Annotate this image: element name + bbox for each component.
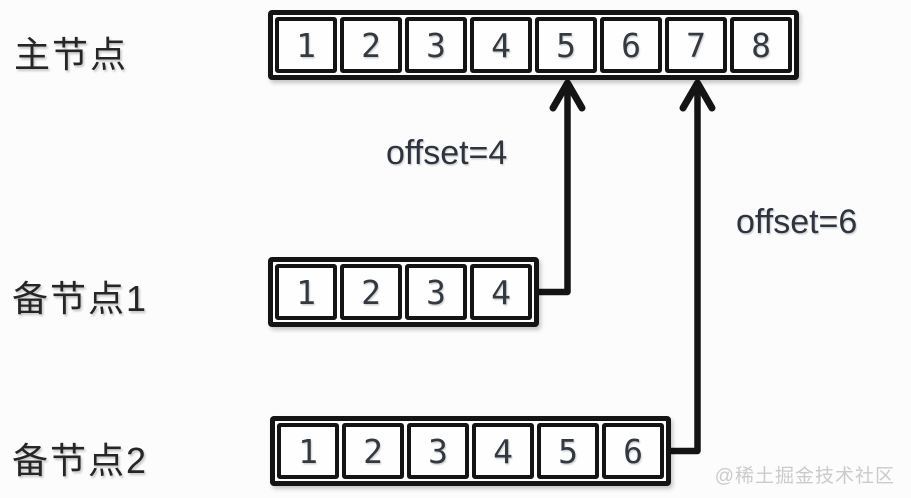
offset-6-arrow [667,79,716,455]
array-cell: 4 [470,17,532,73]
offset-6-label: offset=6 [736,203,858,241]
array-cell: 5 [537,423,599,479]
array-cell: 4 [472,423,534,479]
array-cell: 6 [602,423,664,479]
array-cell: 3 [407,423,469,479]
backup-node-1-label: 备节点1 [12,278,149,319]
array-cell: 4 [470,264,532,320]
array-cell: 1 [277,423,339,479]
array-cell: 1 [275,264,337,320]
backup-2-buffer-array: 1 2 3 4 5 6 [270,416,671,486]
array-cell: 2 [340,264,402,320]
array-cell: 2 [340,17,402,73]
array-cell: 3 [405,17,467,73]
array-cell: 1 [275,17,337,73]
array-cell: 8 [730,17,792,73]
offset-4-label: offset=4 [386,134,508,172]
offset-4-arrow [535,79,586,296]
master-node-label: 主节点 [14,34,129,75]
array-cell: 2 [342,423,404,479]
juejin-watermark: @稀土掘金技术社区 [714,466,895,487]
master-buffer-array: 1 2 3 4 5 6 7 8 [268,10,799,80]
array-cell: 7 [665,17,727,73]
array-cell: 5 [535,17,597,73]
array-cell: 3 [405,264,467,320]
array-cell: 6 [600,17,662,73]
backup-node-2-label: 备节点2 [12,440,149,481]
backup-1-buffer-array: 1 2 3 4 [268,257,539,327]
